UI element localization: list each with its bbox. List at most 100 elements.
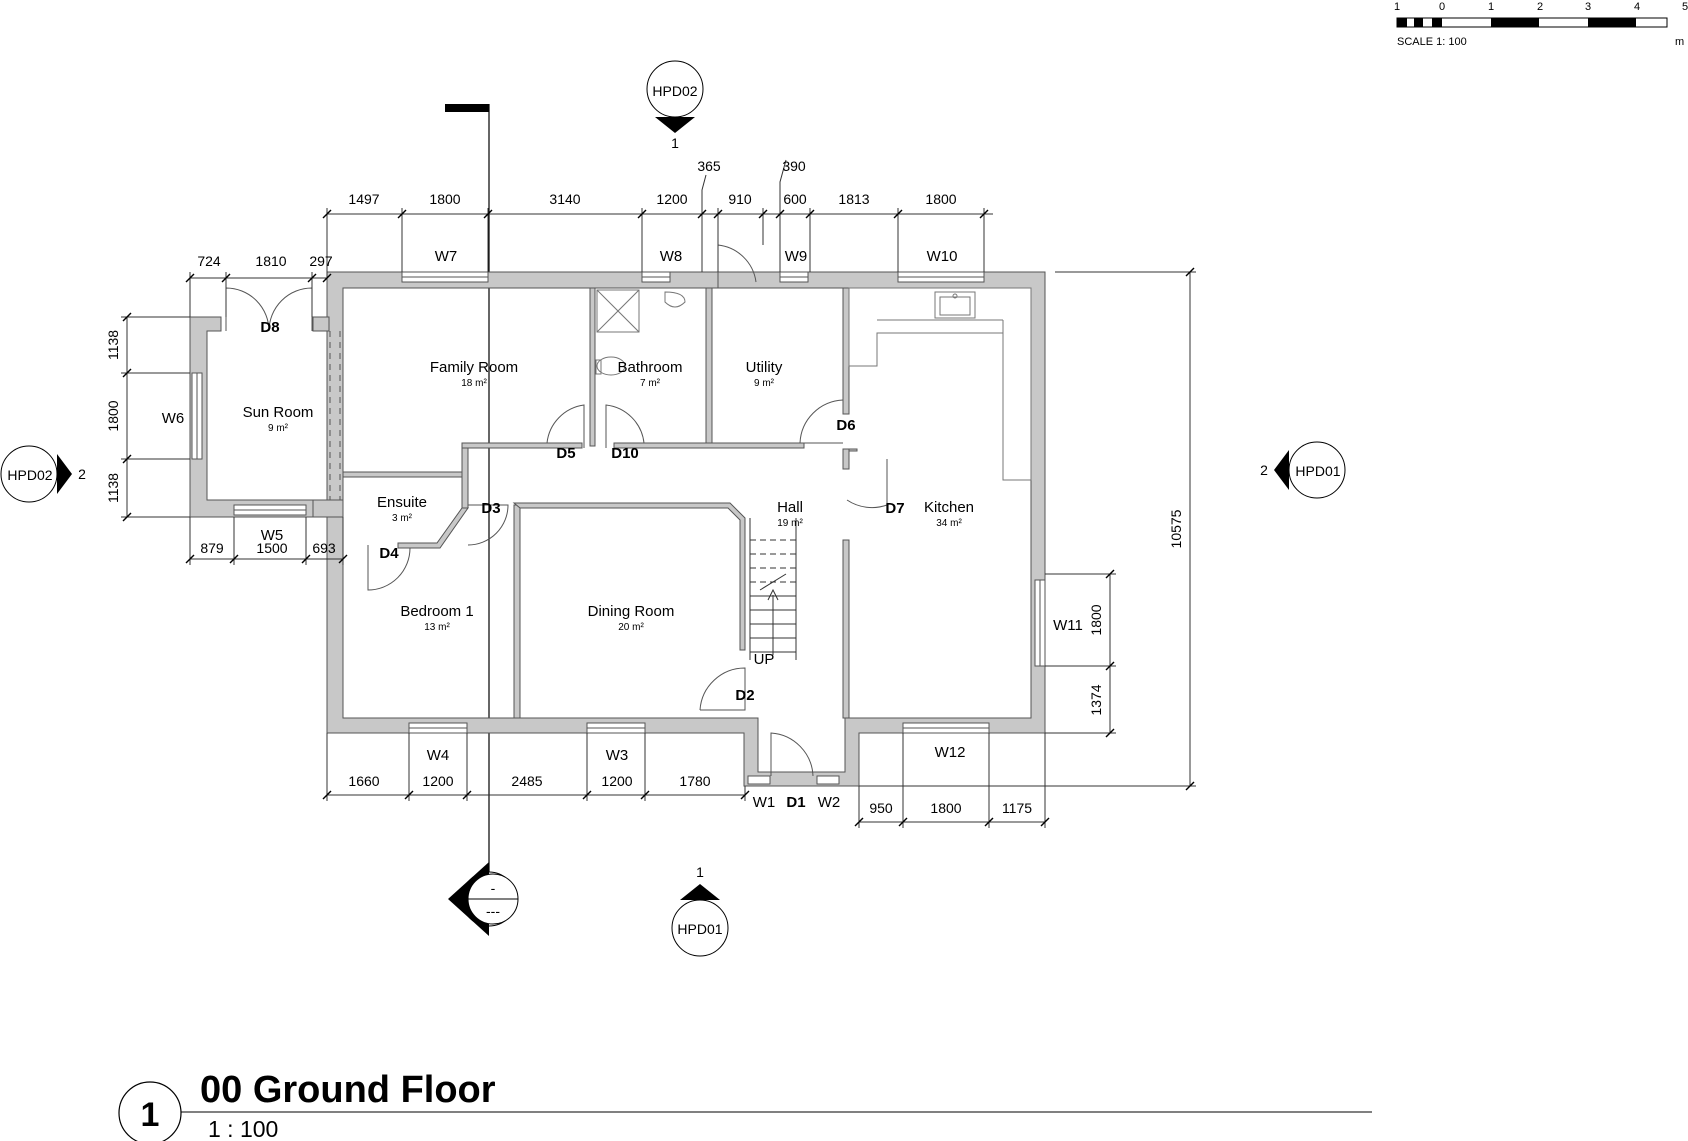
room-name: Bathroom: [617, 359, 682, 376]
elevation-marker-hpd02-top: HPD02 1: [646, 60, 704, 151]
view-name: 00 Ground Floor: [200, 1069, 496, 1111]
dim-value: 1813: [838, 191, 869, 207]
dim-value: 1138: [105, 330, 121, 360]
scale-bar: 1 0 1 2 3 4 5 SCALE 1: 100 m: [1394, 1, 1688, 48]
room-area: 3 m²: [392, 513, 413, 524]
scale-tick: 0: [1439, 1, 1445, 13]
room-name: Sun Room: [243, 404, 314, 421]
window-tag: W8: [660, 248, 683, 265]
dim-value: 1500: [256, 540, 287, 556]
door-swings: [225, 244, 888, 777]
marker-label: HPD01: [1295, 463, 1340, 479]
room-name: Hall: [777, 499, 803, 516]
dim-value: 724: [197, 253, 221, 269]
room-area: 13 m²: [424, 622, 450, 633]
door-tag: D6: [836, 417, 855, 434]
section-marker-top: -: [491, 880, 496, 896]
dimension-values: 1497 1800 3140 1200 910 600 1813 1800 36…: [105, 158, 1184, 816]
window-tag: W1: [753, 794, 776, 811]
dim-value: 950: [869, 800, 893, 816]
dim-value: 1200: [656, 191, 687, 207]
door-tag: D7: [885, 500, 904, 517]
view-number: 1: [141, 1096, 160, 1134]
dim-value: 1800: [429, 191, 460, 207]
marker-label: HPD02: [652, 83, 697, 99]
dim-value: 879: [200, 540, 224, 556]
scale-tick: 4: [1634, 1, 1640, 13]
interior-walls: [342, 287, 858, 719]
door-tag: D5: [556, 445, 575, 462]
room-name: Ensuite: [377, 494, 427, 511]
room-name: Dining Room: [588, 603, 675, 620]
window-tag: W4: [427, 747, 450, 764]
door-tag: D10: [611, 445, 639, 462]
marker-label: HPD02: [7, 467, 52, 483]
dim-value: 1800: [930, 800, 961, 816]
window-tags: W7 W8 W9 W10 W6 W5 W11 W4 W3 W12 W1 W2: [162, 248, 1083, 811]
dim-value: 1660: [348, 773, 379, 789]
view-scale: 1 : 100: [208, 1116, 278, 1141]
dim-value: 910: [728, 191, 752, 207]
dimension-lines: [121, 159, 1196, 828]
section-marker: - ---: [448, 862, 519, 936]
door-tags: D8 D5 D10 D6 D7 D3 D4 D2 D1: [260, 319, 904, 811]
elevation-marker-hpd02-left: HPD02 2: [0, 445, 86, 503]
marker-number: 1: [696, 864, 704, 880]
dim-value: 2485: [511, 773, 542, 789]
dim-value: 1810: [255, 253, 286, 269]
scale-tick: 5: [1682, 1, 1688, 13]
door-tag: D4: [379, 545, 399, 562]
marker-number: 2: [1260, 462, 1268, 478]
dimension-ticks: [122, 209, 1195, 827]
window-tag: W6: [162, 410, 185, 427]
door-tag: D1: [786, 794, 805, 811]
room-area: 7 m²: [640, 378, 661, 389]
dim-value: 1200: [601, 773, 632, 789]
dim-value: 1800: [1088, 604, 1104, 635]
dim-value: 1800: [105, 400, 121, 431]
window-tag: W11: [1053, 617, 1083, 634]
room-name: Family Room: [430, 359, 518, 376]
fixtures: [595, 287, 1032, 660]
dim-value: 1497: [348, 191, 379, 207]
scale-tick: 3: [1585, 1, 1591, 13]
walls: [189, 271, 1046, 787]
scale-tick: 1: [1488, 1, 1494, 13]
room-name: Bedroom 1: [400, 603, 473, 620]
dim-value: 600: [783, 191, 807, 207]
scale-label: SCALE 1: 100: [1397, 36, 1467, 48]
dim-value: 1780: [679, 773, 710, 789]
dim-value: 10575: [1168, 509, 1184, 548]
scale-tick: 2: [1537, 1, 1543, 13]
window-tag: W5: [261, 527, 284, 544]
room-area: 9 m²: [268, 423, 289, 434]
section-marker-bottom: ---: [486, 903, 500, 919]
room-area: 20 m²: [618, 622, 644, 633]
dim-value: 1374: [1088, 684, 1104, 715]
dim-value: 1200: [422, 773, 453, 789]
section-line: [445, 104, 490, 900]
door-tag: D8: [260, 319, 279, 336]
dim-value: 1800: [925, 191, 956, 207]
dim-value: 693: [312, 540, 336, 556]
elevation-marker-hpd01-right: HPD01 2: [1260, 441, 1346, 499]
dim-value: 390: [782, 158, 806, 174]
room-area: 34 m²: [936, 518, 962, 529]
door-tag: D2: [735, 687, 754, 704]
room-area: 18 m²: [461, 378, 487, 389]
dim-value: 1175: [1002, 800, 1032, 816]
window-tag: W7: [435, 248, 458, 265]
dim-value: 365: [697, 158, 721, 174]
dim-value: 1138: [105, 473, 121, 503]
window-tag: W9: [785, 248, 808, 265]
dim-value: 297: [309, 253, 333, 269]
windows-graphics: [191, 271, 1046, 785]
stair-up-label: UP: [754, 651, 775, 668]
marker-number: 1: [671, 135, 679, 151]
window-tag: W12: [935, 744, 966, 761]
elevation-marker-hpd01-bottom: HPD01 1: [671, 864, 729, 957]
marker-number: 2: [78, 466, 86, 482]
window-tag: W2: [818, 794, 841, 811]
scale-unit: m: [1675, 36, 1684, 48]
